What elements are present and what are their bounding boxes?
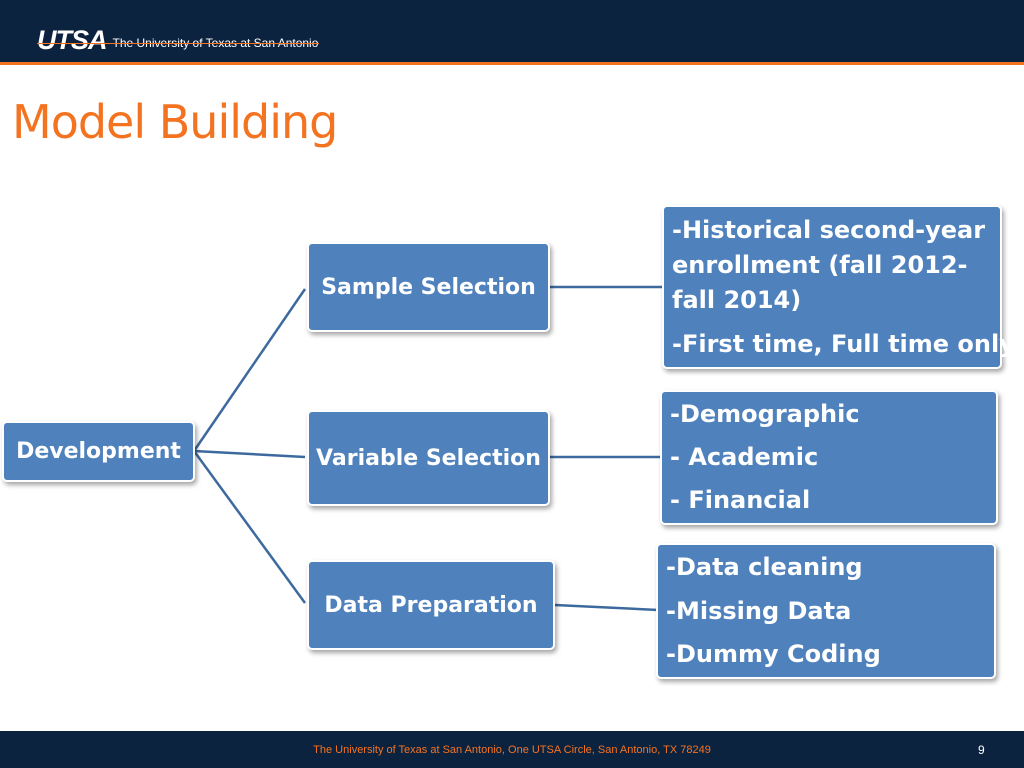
connector-root-variable xyxy=(193,449,306,459)
detail-item: -Missing Data xyxy=(666,596,852,625)
connector-root-sample xyxy=(192,288,307,452)
node-sample-selection: Sample Selection xyxy=(307,242,550,332)
node-variable-selection: Variable Selection xyxy=(307,410,550,506)
detail-variable-selection: -Demographic - Academic - Financial xyxy=(660,390,998,525)
footer-bar xyxy=(0,731,1024,768)
node-sample-selection-label: Sample Selection xyxy=(321,274,536,300)
detail-item: - Financial xyxy=(670,486,811,514)
detail-item: -Demographic xyxy=(670,400,860,428)
header-bar xyxy=(0,0,1024,62)
slide-title: Model Building xyxy=(12,95,338,149)
node-development: Development xyxy=(2,421,195,482)
node-variable-selection-label: Variable Selection xyxy=(316,445,541,471)
connector-root-preparation xyxy=(192,450,307,604)
connector-preparation-details xyxy=(554,603,659,612)
node-data-preparation-label: Data Preparation xyxy=(324,592,538,618)
header-divider xyxy=(0,62,1024,65)
node-data-preparation: Data Preparation xyxy=(307,560,555,650)
page-number: 9 xyxy=(978,743,985,757)
detail-item: -Historical second-year enrollment (fall… xyxy=(672,216,986,314)
logo-underline xyxy=(37,43,319,44)
detail-item: - Academic xyxy=(670,443,819,471)
node-development-label: Development xyxy=(16,439,181,464)
footer-address: The University of Texas at San Antonio, … xyxy=(313,744,711,756)
detail-sample-selection: -Historical second-year enrollment (fall… xyxy=(662,205,1015,369)
detail-item: -Data cleaning xyxy=(666,553,863,581)
logo-mark: UTSA xyxy=(37,25,107,55)
detail-item: -Dummy Coding xyxy=(666,640,881,668)
detail-data-preparation: -Data cleaning -Missing Data -Dummy Codi… xyxy=(656,543,996,679)
detail-item: -First time, Full time only xyxy=(672,330,1015,358)
